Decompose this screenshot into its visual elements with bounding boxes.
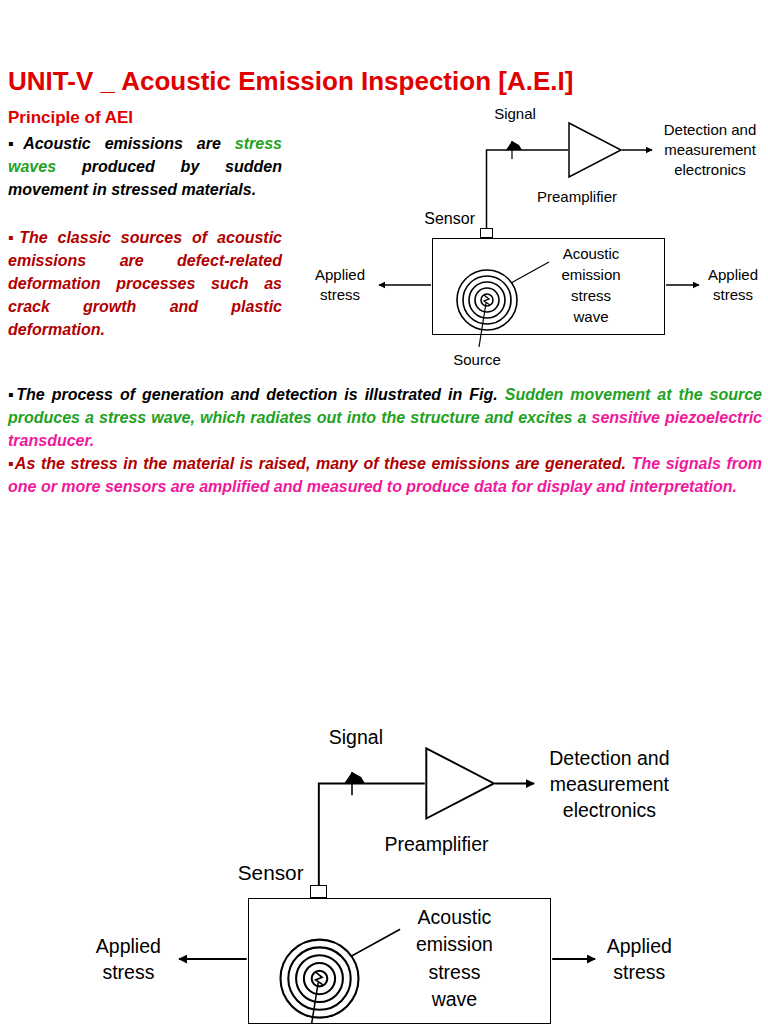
paragraph: ▪As the stress in the material is raised… [8, 452, 762, 498]
body-text: ▪As the stress in the material is raised… [8, 455, 626, 472]
section-heading: Principle of AEI [8, 108, 133, 128]
preamplifier-label: Preamplifier [385, 833, 489, 856]
specimen-label: Acoustic emission stress wave [555, 243, 627, 327]
preamplifier-triangle: Preamplifier [425, 747, 495, 820]
output-label: Detection and measurement electronics [538, 745, 681, 823]
applied-stress-label: Applied stress [599, 933, 680, 985]
applied-stress-label: Applied stress [306, 265, 374, 305]
specimen-block: Acoustic emission stress wave [432, 238, 665, 335]
triangle-outline [425, 747, 495, 820]
diagram-bottom [179, 772, 595, 1024]
body-text: ▪The process of generation and detection… [8, 386, 498, 403]
specimen-block: Acoustic emission stress wave [248, 898, 551, 1024]
paragraph: ▪Acoustic emissions are stress waves pro… [8, 132, 282, 201]
preamplifier-triangle: Preamplifier [568, 122, 622, 178]
triangle-shape [426, 748, 494, 818]
signal-label: Signal [488, 104, 542, 124]
output-label: Detection and measurement electronics [655, 120, 765, 180]
signal-label: Signal [321, 724, 391, 750]
sensor-box: Sensor [480, 228, 493, 238]
specimen-label: Acoustic emission stress wave [408, 904, 502, 1013]
sensor-label: Sensor [424, 210, 475, 228]
applied-stress-label: Applied stress [702, 265, 764, 305]
applied-stress-label: Applied stress [84, 933, 172, 985]
body-text: ▪Acoustic emissions are [8, 135, 221, 152]
diagram-top [379, 141, 699, 347]
source-label: Source [447, 350, 507, 370]
preamplifier-label: Preamplifier [537, 188, 617, 206]
sensor-box: Sensor [310, 885, 327, 898]
page-title: UNIT-V _ Acoustic Emission Inspection [A… [8, 66, 764, 97]
triangle-shape [569, 123, 621, 177]
paragraph: ▪The process of generation and detection… [8, 383, 762, 452]
body-text: ▪The classic sources of acoustic emissio… [8, 229, 282, 338]
sensor-label: Sensor [238, 861, 304, 884]
triangle-outline [568, 122, 622, 178]
paragraph: ▪The classic sources of acoustic emissio… [8, 226, 282, 341]
